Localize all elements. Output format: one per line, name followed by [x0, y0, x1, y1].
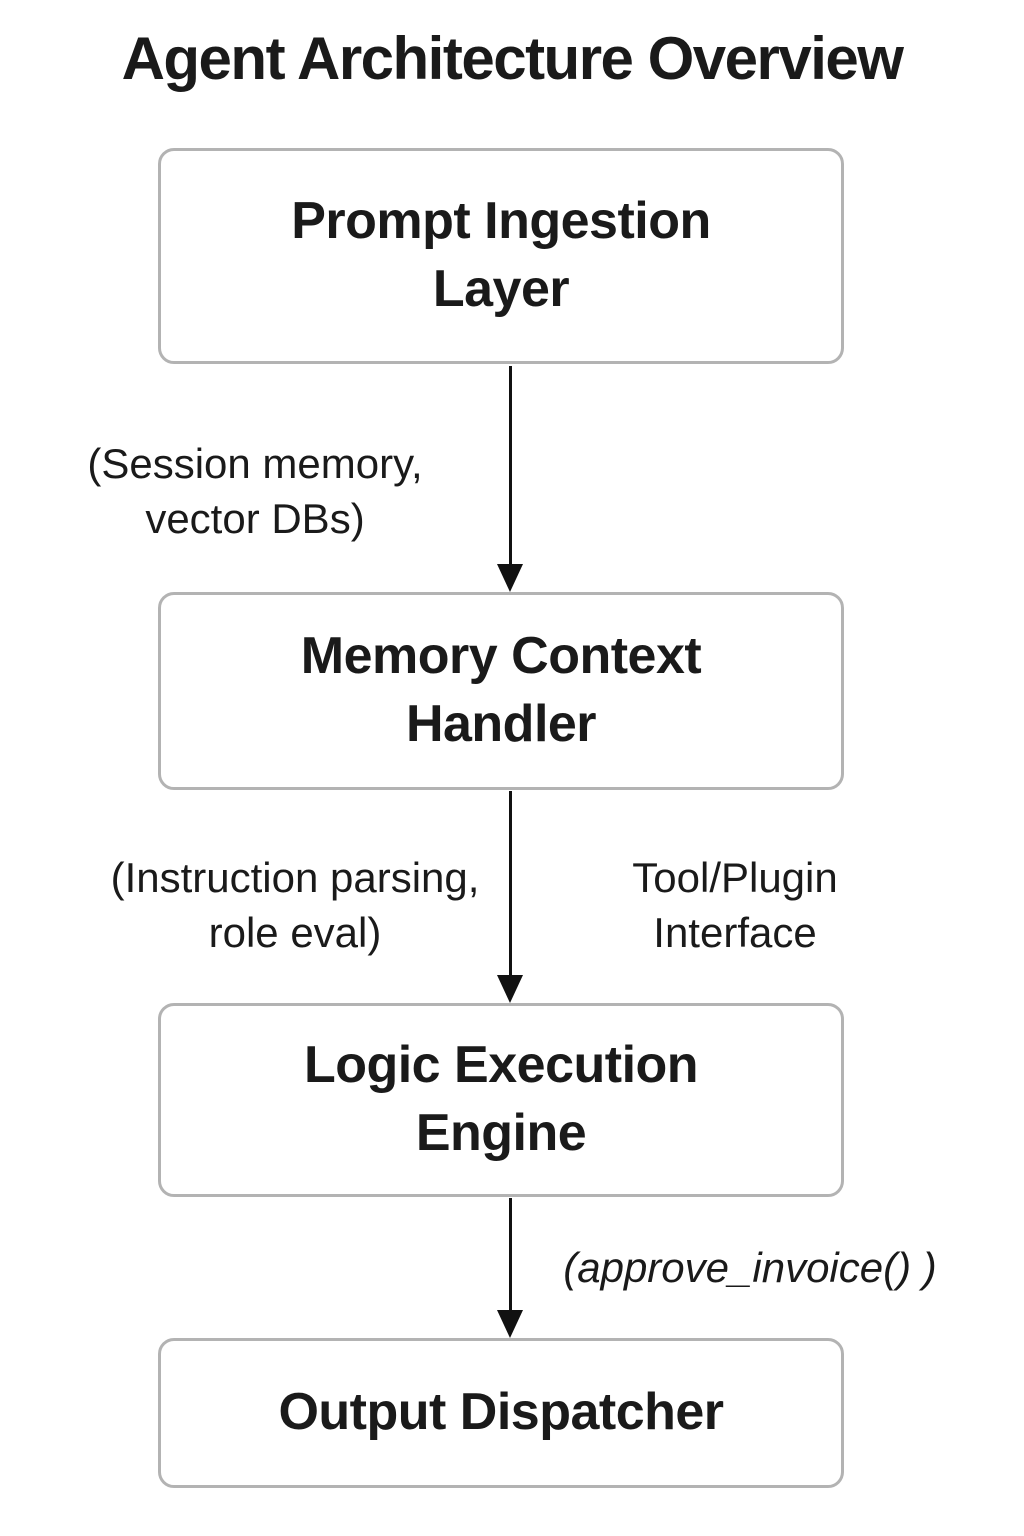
arrow-memory-to-logic	[496, 791, 524, 1003]
node-label-memory-context: Memory Context Handler	[300, 627, 702, 753]
node-memory-context-handler: Memory Context Handler	[158, 592, 844, 790]
arrowhead-icon	[497, 564, 523, 592]
edge-label-approve-invoice: (approve_invoice() )	[563, 1244, 937, 1291]
arrowhead-icon	[497, 1310, 523, 1338]
arrow-line	[508, 1198, 512, 1314]
arrow-prompt-to-memory	[496, 366, 524, 592]
arrow-logic-to-output	[496, 1198, 524, 1338]
node-label-output-dispatcher: Output Dispatcher	[278, 1383, 724, 1442]
edge-label-session-memory: (Session memory, vector DBs)	[87, 440, 423, 542]
edge-label-instruction-parsing: (Instruction parsing, role eval)	[110, 854, 480, 956]
node-logic-execution-engine: Logic Execution Engine	[158, 1003, 844, 1197]
node-label-logic-execution: Logic Execution Engine	[303, 1036, 699, 1162]
node-output-dispatcher: Output Dispatcher	[158, 1338, 844, 1488]
arrow-line	[508, 791, 512, 979]
arrow-line	[508, 366, 512, 568]
edge-label-tool-plugin-interface: Tool/Plugin Interface	[632, 854, 838, 956]
diagram-title: Agent Architecture Overview	[121, 25, 904, 92]
node-prompt-ingestion-layer: Prompt Ingestion Layer	[158, 148, 844, 364]
node-label-prompt-ingestion: Prompt Ingestion Layer	[291, 192, 711, 318]
arrowhead-icon	[497, 975, 523, 1003]
